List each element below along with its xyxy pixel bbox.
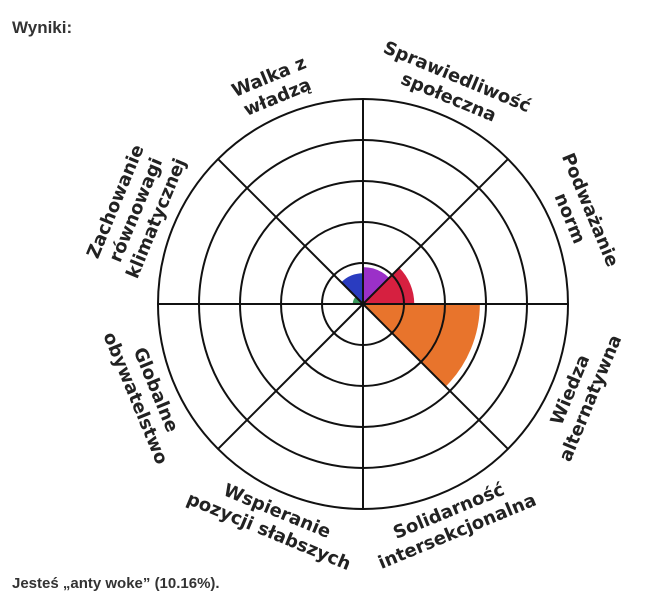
- result-summary: Jesteś „anty woke” (10.16%).: [12, 575, 220, 592]
- results-heading: Wyniki:: [12, 18, 73, 37]
- grid: [157, 98, 569, 510]
- data-wedges: [341, 267, 480, 387]
- wedge-wiedza: [363, 304, 480, 387]
- wedge-sprawiedliwość: [363, 267, 390, 304]
- wedge-podważanie: [363, 267, 415, 304]
- grid-spoke: [362, 158, 509, 305]
- grid-spoke: [217, 158, 364, 305]
- grid-spoke: [362, 303, 509, 450]
- wedge-walka: [341, 273, 363, 304]
- grid-spoke: [217, 303, 364, 450]
- category-labels: SprawiedliwośćspołecznaPodważanienormWie…: [83, 37, 627, 575]
